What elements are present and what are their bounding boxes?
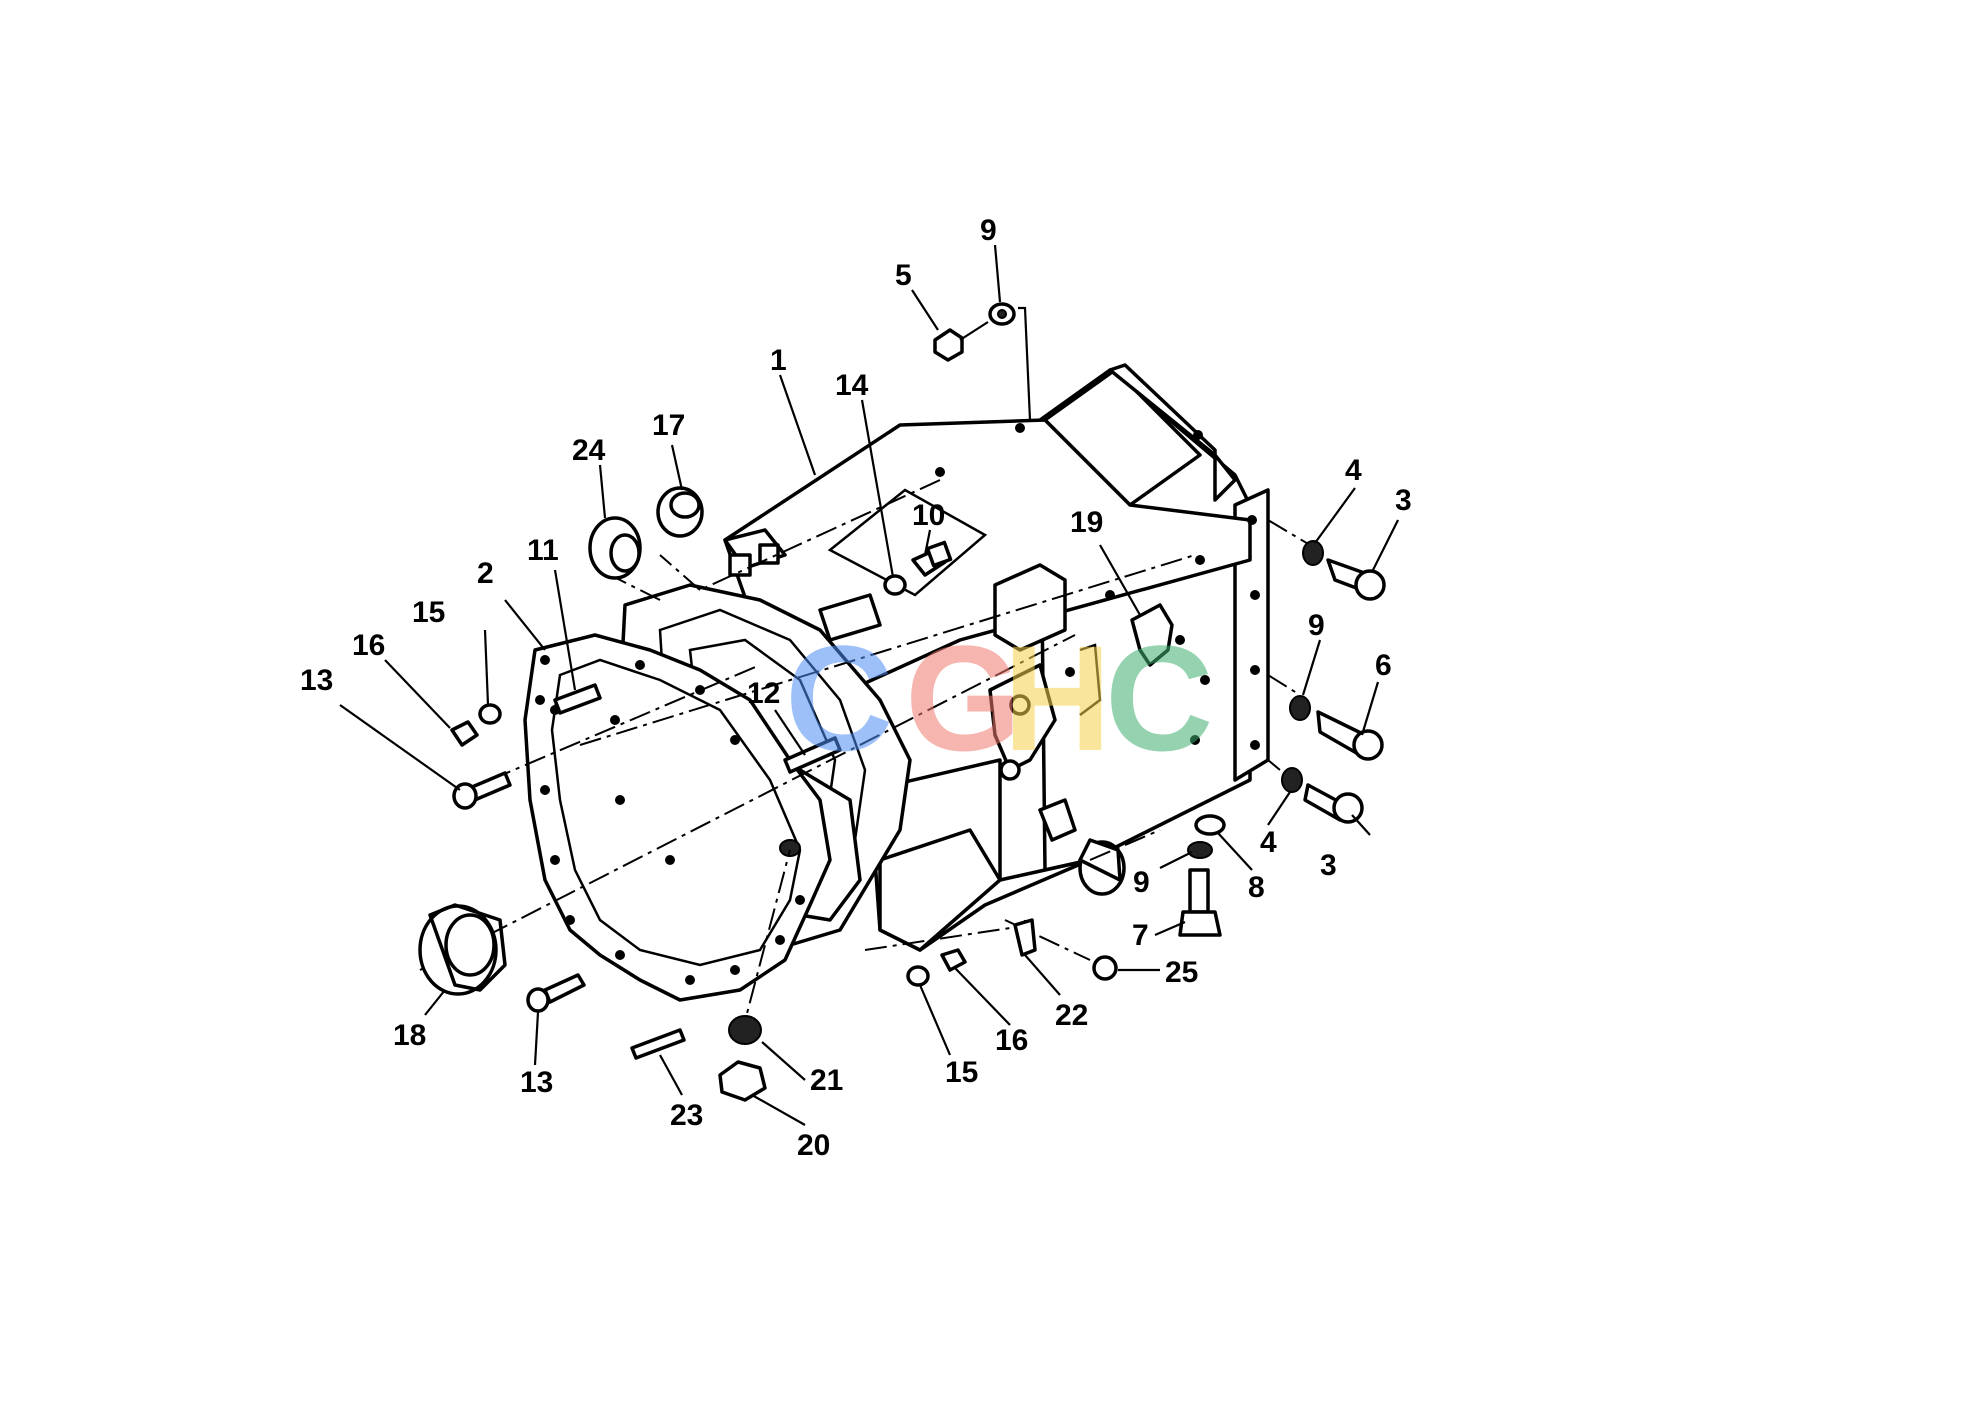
callout-12: 12 xyxy=(747,677,780,710)
callout-24: 24 xyxy=(572,434,606,467)
seal-21 xyxy=(728,1015,762,1045)
callout-16-lower: 16 xyxy=(995,1024,1028,1057)
watermark-letter-1: C xyxy=(785,614,893,782)
washer-4-top xyxy=(1302,540,1324,566)
washer-15-lower xyxy=(906,965,930,987)
callout-6: 6 xyxy=(1375,649,1392,682)
transmission-housing xyxy=(723,363,1270,952)
washer-9-bottom xyxy=(1187,841,1213,859)
watermark: C G H C xyxy=(785,614,1213,782)
callout-labels: 1 2 3 3 4 4 5 6 7 8 9 9 9 10 11 12 13 13… xyxy=(300,214,1412,1162)
stud-23 xyxy=(630,1028,686,1060)
callout-3-top: 3 xyxy=(1395,484,1412,517)
callout-4-top: 4 xyxy=(1345,454,1362,487)
callout-14: 14 xyxy=(835,369,869,402)
fasteners xyxy=(418,302,1386,1102)
callout-13-lower: 13 xyxy=(520,1066,553,1099)
callout-1: 1 xyxy=(770,344,787,377)
callout-10: 10 xyxy=(912,499,945,532)
callout-19: 19 xyxy=(1070,506,1103,539)
bolt-7 xyxy=(1188,868,1210,914)
nut-16-left xyxy=(450,720,479,747)
watermark-letter-2: G xyxy=(905,614,1022,782)
callout-11: 11 xyxy=(527,534,559,567)
watermark-letter-4: C xyxy=(1105,614,1213,782)
fitting-22 xyxy=(1013,918,1037,957)
callout-15-lower: 15 xyxy=(945,1056,978,1089)
stud-11 xyxy=(553,683,602,715)
callout-16-left: 16 xyxy=(352,629,385,662)
clip-19 xyxy=(1130,603,1174,667)
callout-23: 23 xyxy=(670,1099,703,1132)
callout-15-left: 15 xyxy=(412,596,445,629)
callout-22: 22 xyxy=(1055,999,1088,1032)
callout-18: 18 xyxy=(393,1019,426,1052)
nut-5 xyxy=(933,328,964,362)
washer-9-right xyxy=(1289,695,1311,721)
washer-14 xyxy=(883,574,907,596)
callout-8: 8 xyxy=(1248,871,1265,904)
callout-13-left: 13 xyxy=(300,664,333,697)
callout-21: 21 xyxy=(810,1064,843,1097)
callout-2: 2 xyxy=(477,557,494,590)
callout-20: 20 xyxy=(797,1129,830,1162)
leader-lines xyxy=(339,244,1399,1126)
callout-4-bottom: 4 xyxy=(1260,826,1277,859)
callout-5: 5 xyxy=(895,259,912,292)
nut-16-lower xyxy=(940,948,967,972)
callout-9-top: 9 xyxy=(980,214,997,247)
adapter-plate xyxy=(523,633,832,1002)
washer-8 xyxy=(1194,814,1226,836)
callout-9-right: 9 xyxy=(1308,609,1325,642)
plug-20 xyxy=(718,1060,767,1102)
callout-25: 25 xyxy=(1165,956,1198,989)
bolt-13-lower xyxy=(543,973,586,1004)
screw-25 xyxy=(1092,955,1118,981)
callout-17: 17 xyxy=(652,409,685,442)
center-lines xyxy=(419,479,1311,1041)
washer-15-left xyxy=(478,703,502,725)
callout-7: 7 xyxy=(1132,919,1149,952)
stud-12 xyxy=(783,736,842,774)
callout-3-bottom: 3 xyxy=(1320,849,1337,882)
watermark-letter-3: H xyxy=(1003,614,1111,782)
callout-9-bottom: 9 xyxy=(1133,866,1150,899)
washer-4-bottom xyxy=(1281,767,1303,793)
